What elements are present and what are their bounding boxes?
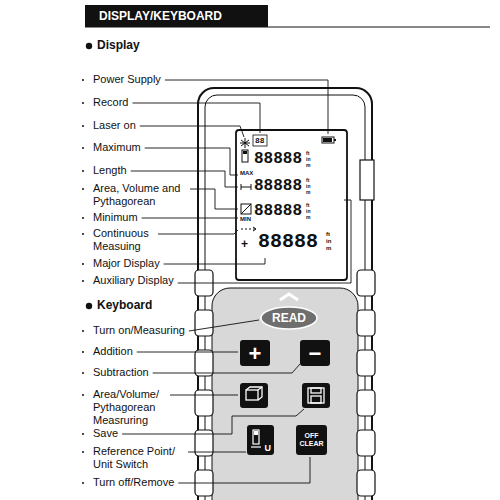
button-text: U [265,443,272,453]
lcd-digits: 88888 [254,202,302,220]
lcd-digits: 88888 [254,150,302,168]
callout-label: Continuous Measuing [93,227,165,253]
keypad-art [240,294,330,408]
lcd-panel [236,130,347,280]
header-title: DISPLAY/KEYBOARD [85,5,268,23]
callout-label: Record [93,96,128,109]
section-heading: Keyboard [97,299,152,312]
button-text: − [309,342,322,365]
lcd-indicator: MIN [240,216,251,223]
header-bar: DISPLAY/KEYBOARD [85,5,268,27]
callout-label: Subtraction [93,366,149,379]
callout-label: Addition [93,345,133,358]
callout-label: Reference Point/ Unit Switch [93,445,189,471]
callout-label: Save [93,427,118,440]
button-text: OFF CLEAR [298,432,325,448]
lcd-sign: + [241,238,248,251]
device-housing [195,88,375,500]
minus-button: − [300,340,330,366]
lcd-digits: 88888 [254,177,302,195]
button-text: + [249,342,262,365]
callout-label: Turn off/Remove [93,476,174,489]
lcd-major-digits: 88888 [258,231,318,253]
record-indicator: 88 [255,136,265,145]
bullets [82,43,92,484]
section-heading: Display [97,39,140,52]
callout-label: Area/Volume/ Pythagorean Measruring [93,388,169,427]
lcd-units: ft in m [326,231,335,252]
lcd-units: ft in m [306,150,314,168]
off-clear-button: OFF CLEAR [296,425,327,455]
callout-label: Power Supply [93,73,161,86]
unit-button: U [247,425,274,455]
lcd-units: ft in m [306,202,314,220]
callout-label: Area, Volume and Pythagorean [93,182,201,208]
lcd-units: ft in m [306,177,314,195]
callout-label: Maximum [93,141,141,154]
callout-label: Laser on [93,119,136,132]
button-text: READ [272,312,306,325]
callout-label: Auxiliary Display [93,274,174,287]
callout-label: Minimum [93,211,138,224]
read-button: READ [260,306,318,330]
reference-icon [250,428,264,452]
callout-label: Length [93,164,127,177]
plus-button: + [240,340,270,366]
callout-label: Major Display [93,257,160,270]
callout-label: Turn on/Measuring [93,324,185,337]
lcd-indicator: MAX [240,170,253,177]
